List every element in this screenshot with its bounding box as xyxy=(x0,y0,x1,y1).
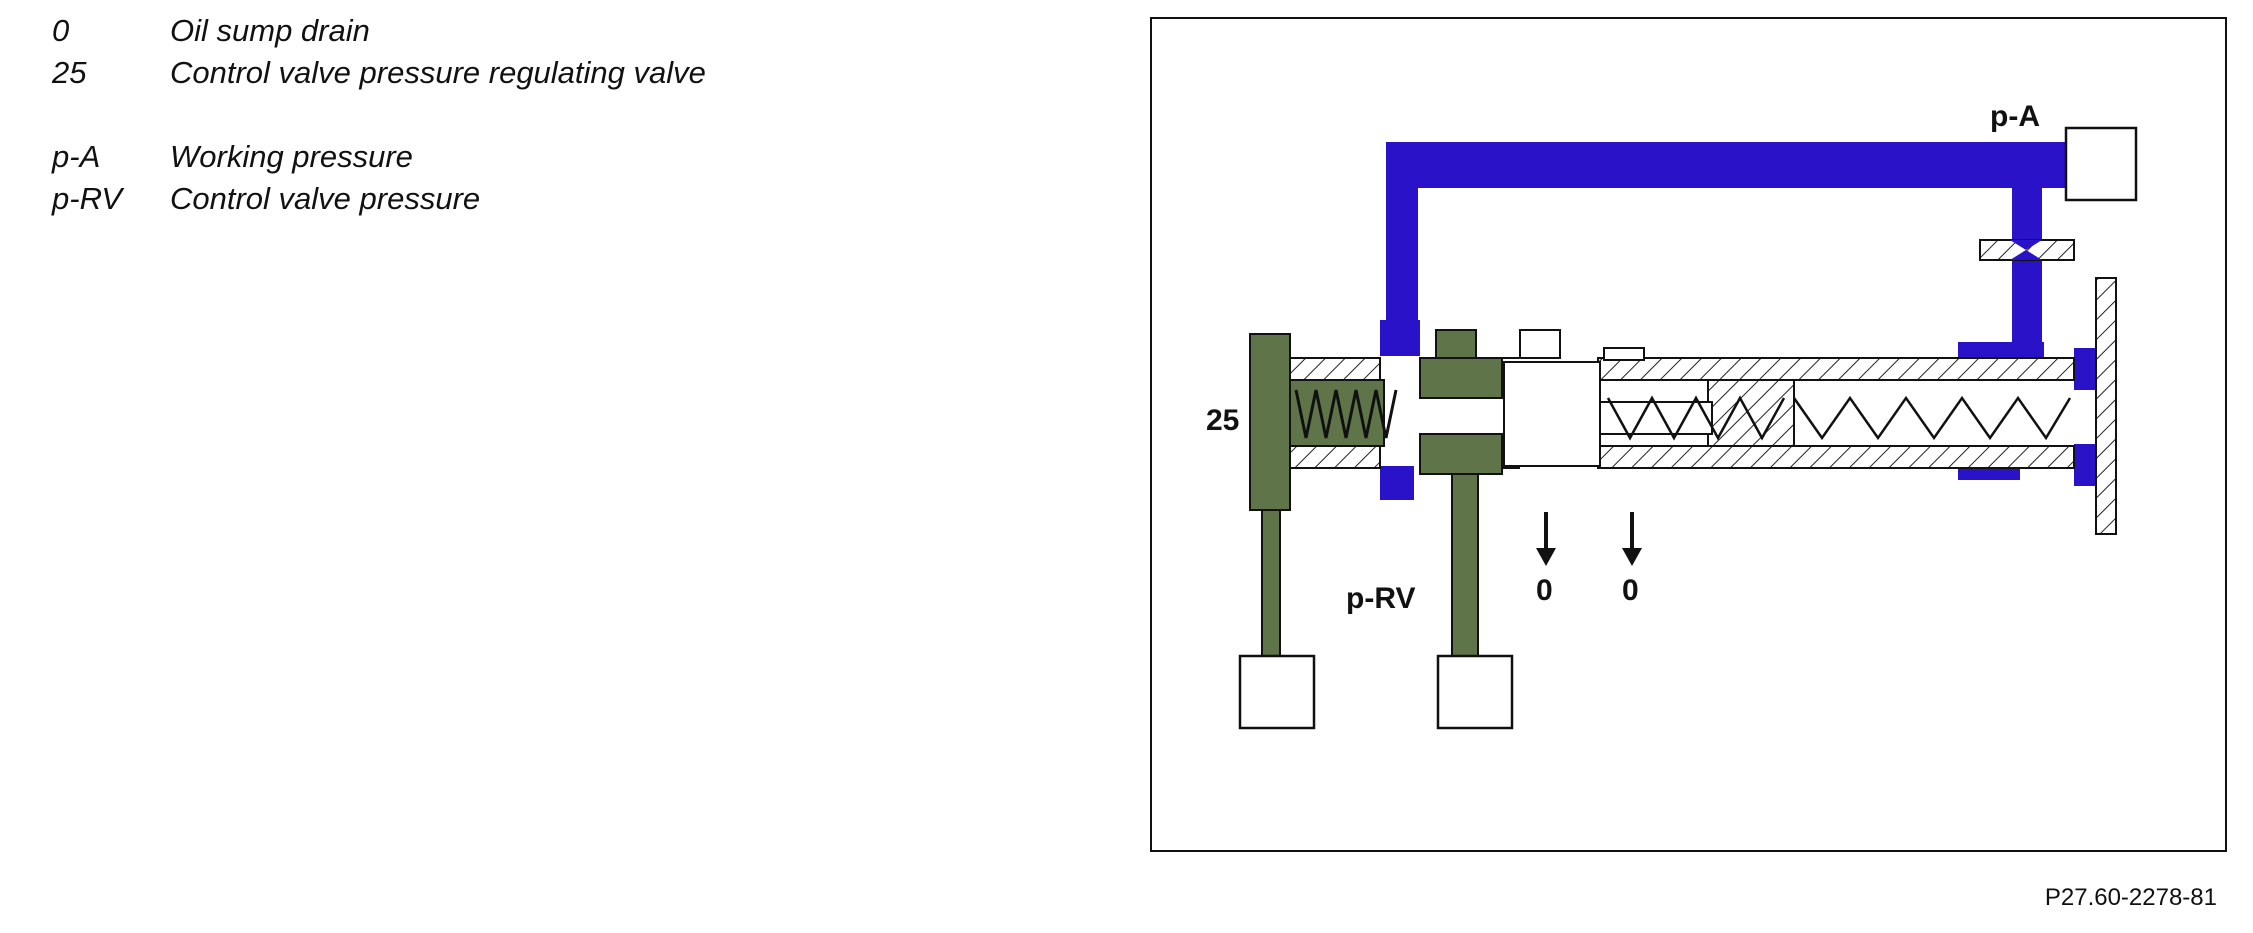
drain-arrow-2 xyxy=(1622,512,1642,566)
drain-arrow-1 xyxy=(1536,512,1556,566)
legend-row-control-pressure: p-RV Control valve pressure xyxy=(52,178,706,220)
end-stop-wall xyxy=(2095,277,2117,535)
label-25: 25 xyxy=(1206,404,1239,437)
legend-key: 25 xyxy=(52,55,87,90)
legend-key: 0 xyxy=(52,13,70,48)
pressure-source-box-25 xyxy=(1238,654,1316,730)
valve-housing xyxy=(1289,329,2075,469)
legend-row-drain: 0 Oil sump drain xyxy=(52,10,706,52)
label-pa: p-A xyxy=(1990,100,2040,133)
legend-key: p-A xyxy=(52,139,101,174)
legend-text: Control valve pressure xyxy=(170,181,481,216)
label-drain-2: 0 xyxy=(1622,574,1639,607)
label-drain-1: 0 xyxy=(1536,574,1553,607)
control-pressure-line xyxy=(1419,329,1503,659)
legend: 0 Oil sump drain 25 Control valve pressu… xyxy=(52,10,706,220)
control-valve-25 xyxy=(1249,333,1291,659)
legend-key: p-RV xyxy=(52,181,123,216)
pressure-source-box-pa xyxy=(2064,126,2138,202)
label-prv: p-RV xyxy=(1346,582,1415,615)
pressure-source-box-prv xyxy=(1436,654,1514,730)
diagram-frame xyxy=(1150,17,2227,852)
legend-text: Working pressure xyxy=(170,139,413,174)
legend-row-valve: 25 Control valve pressure regulating val… xyxy=(52,52,706,94)
figure-reference: P27.60-2278-81 xyxy=(2044,884,2217,911)
spring-left xyxy=(1294,389,1398,439)
orifice-restriction xyxy=(1979,239,2075,261)
legend-text: Control valve pressure regulating valve xyxy=(170,55,706,90)
spring-center xyxy=(1606,395,1786,441)
working-pressure-line xyxy=(1380,142,2098,500)
legend-row-working-pressure: p-A Working pressure xyxy=(52,136,706,178)
legend-text: Oil sump drain xyxy=(170,13,370,48)
spring-right xyxy=(1792,395,2072,441)
